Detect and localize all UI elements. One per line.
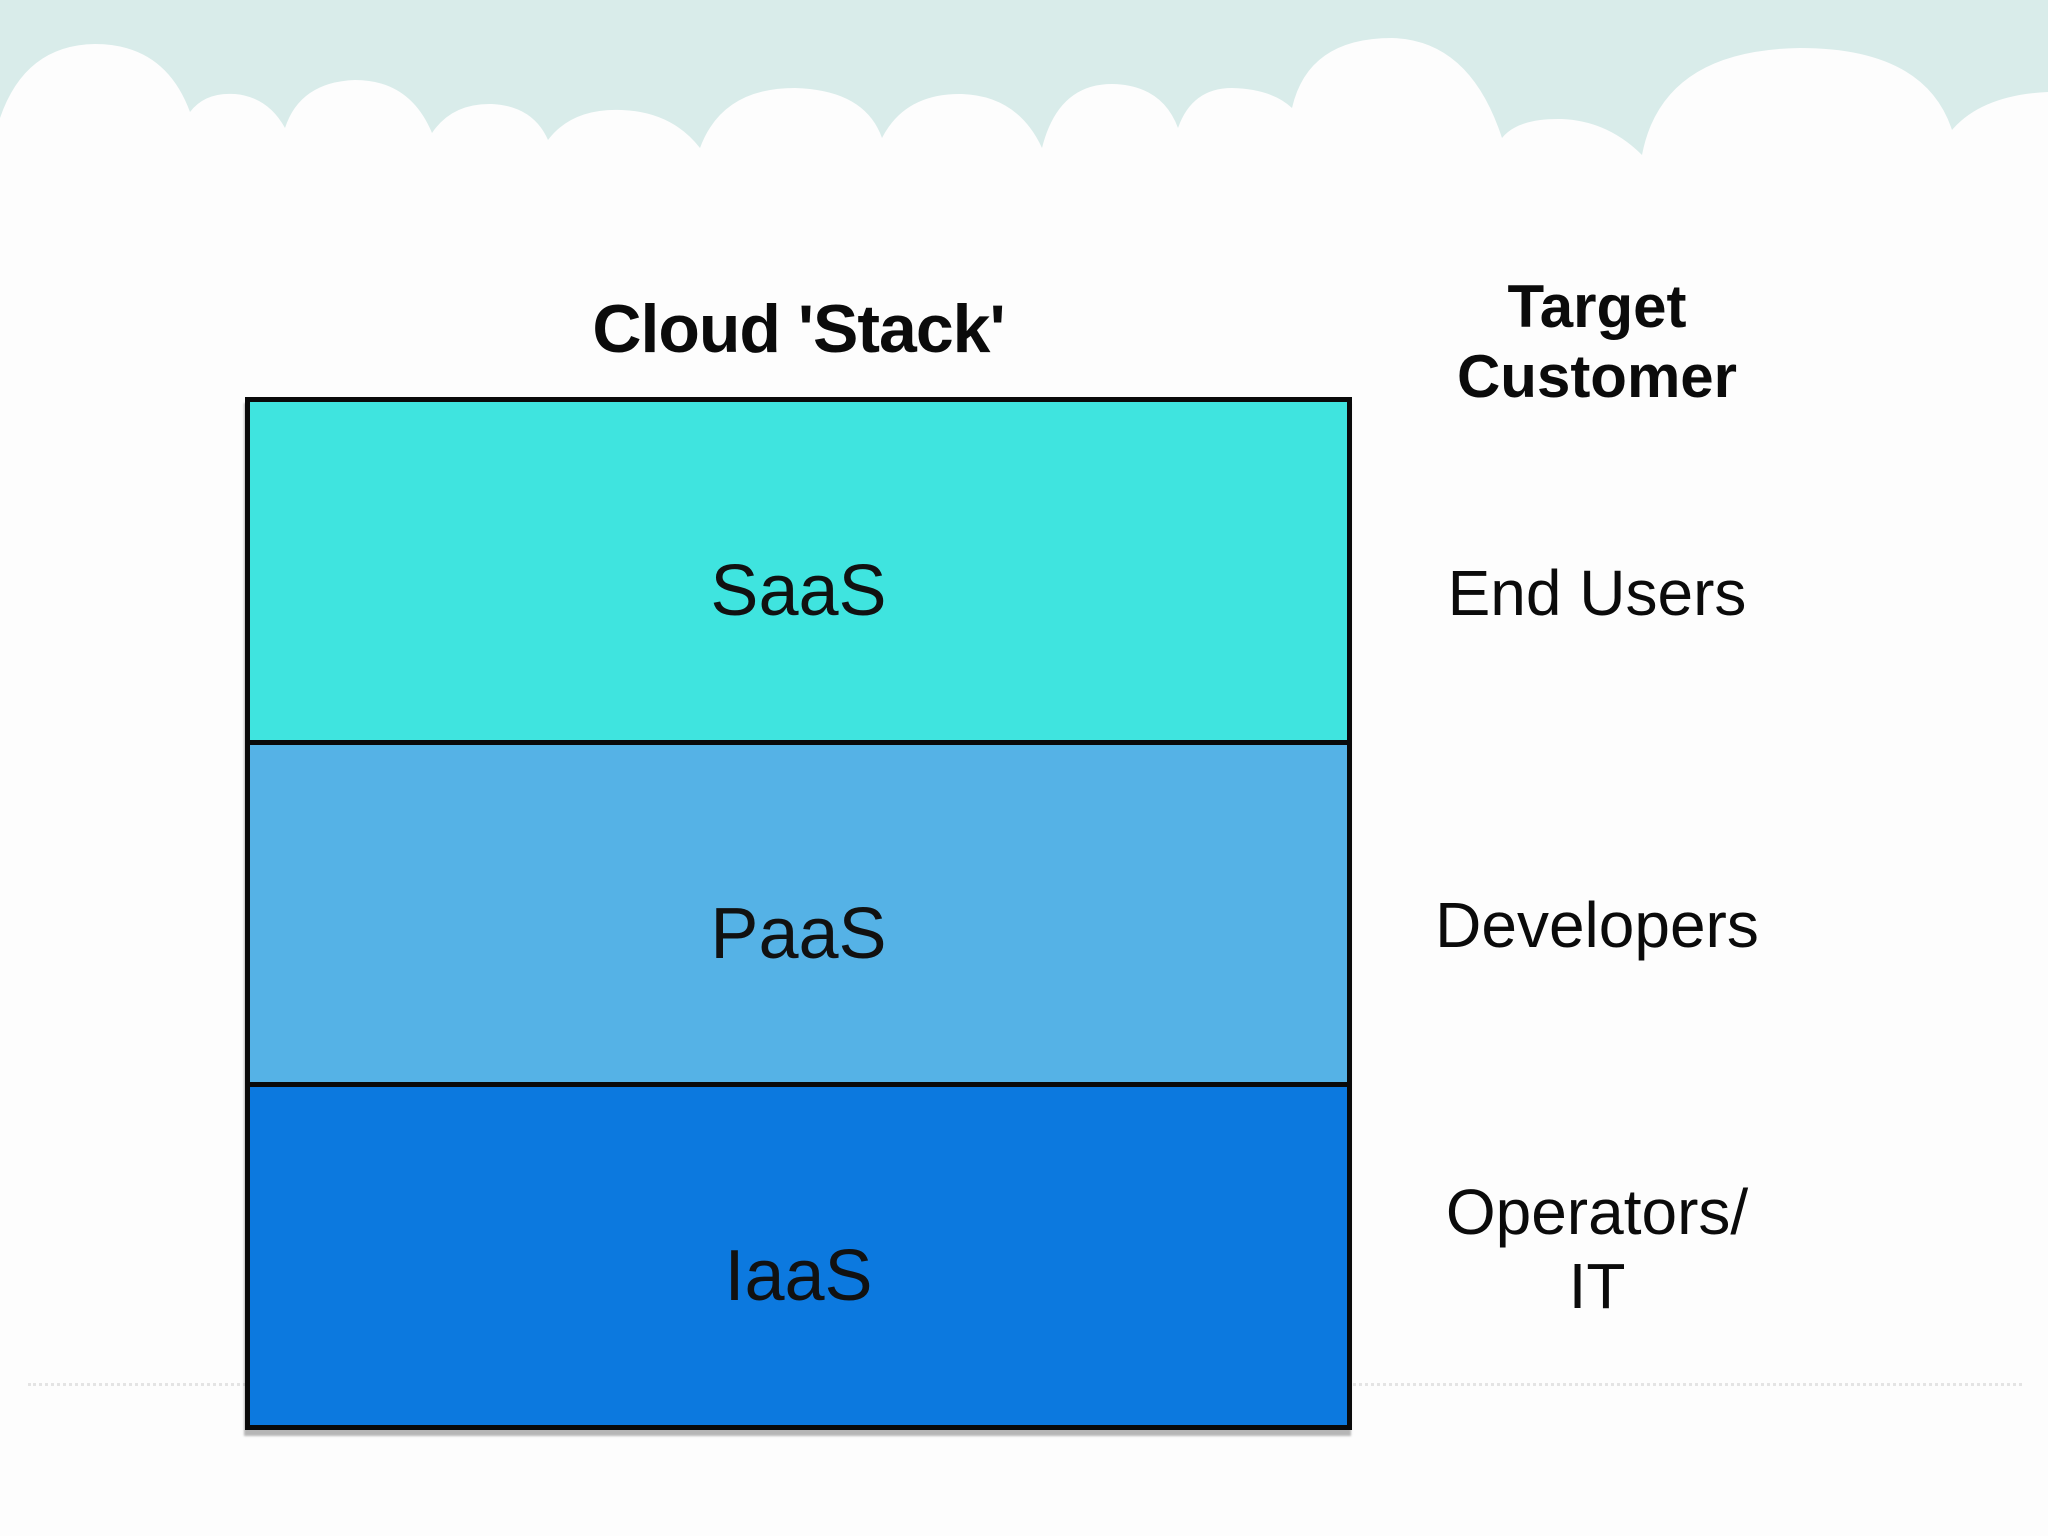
layer-paas-label: PaaS: [710, 893, 887, 974]
layer-saas-label: SaaS: [710, 550, 887, 631]
target-customer-header-line1: Target: [1507, 273, 1687, 340]
target-customer-header-line2: Customer: [1456, 343, 1738, 411]
layer-iaas-label: IaaS: [724, 1236, 873, 1317]
cloud-silhouette: [0, 38, 2048, 300]
layer-iaas: IaaS: [250, 1082, 1347, 1426]
target-customer-header: Target Customer: [1422, 272, 1772, 412]
customer-developers: Developers: [1435, 889, 1759, 961]
cloud-background: [0, 0, 2048, 300]
customer-end-users: End Users: [1447, 557, 1747, 629]
layer-saas: SaaS: [250, 402, 1347, 740]
layer-paas: PaaS: [250, 739, 1347, 1083]
customer-operators-it: Operators/ IT: [1422, 1175, 1772, 1323]
customer-operators-line1: Operators/: [1445, 1176, 1749, 1248]
cloud-stack-box: SaaS PaaS IaaS: [245, 397, 1352, 1430]
customer-operators-line2: IT: [1568, 1250, 1626, 1323]
diagram-title: Cloud 'Stack': [592, 291, 1005, 367]
